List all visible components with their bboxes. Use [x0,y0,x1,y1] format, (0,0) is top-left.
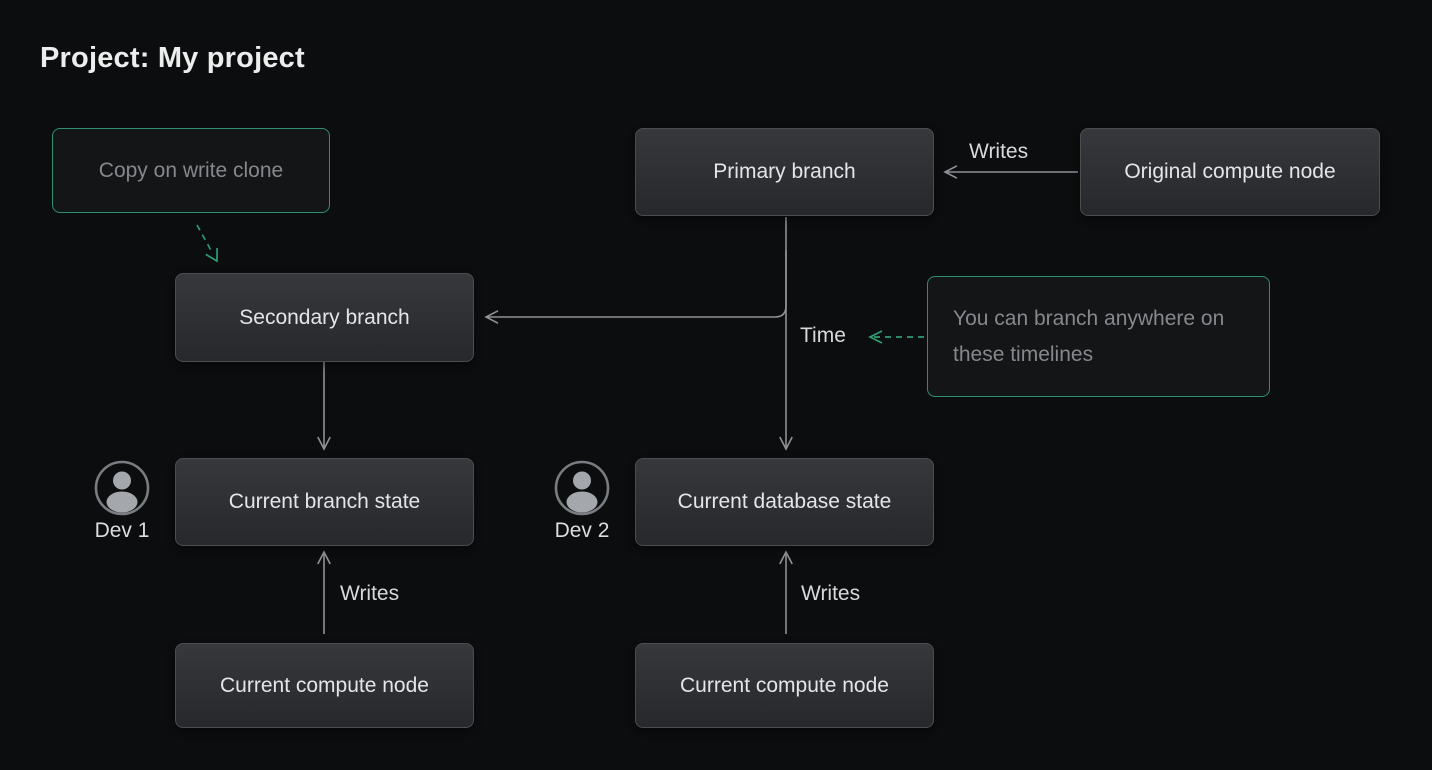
arrow-primary-to-secondary-branch [484,250,787,324]
edge-label-writes-top: Writes [969,140,1029,163]
edge-label-writes-right: Writes [801,582,861,605]
dev1-label: Dev 1 [94,519,150,542]
node-original-compute-node: Original compute node [1080,128,1380,216]
dev2-avatar-icon [554,460,610,516]
page-title: Project: My project [40,42,305,74]
node-current-compute-node-right: Current compute node [635,643,934,728]
node-original-compute-node-label: Original compute node [1124,160,1336,183]
edge-label-time: Time [800,324,846,347]
node-current-compute-node-left: Current compute node [175,643,474,728]
node-copy-on-write-clone-label: Copy on write clone [98,158,284,182]
dev1-avatar-icon [94,460,150,516]
arrow-original-to-primary [943,165,1078,179]
arrow-compute-left-writes [317,550,331,634]
arrow-secondary-to-branch-state [317,362,331,451]
node-primary-branch-label: Primary branch [713,160,856,183]
node-current-branch-state-label: Current branch state [228,490,421,513]
node-copy-on-write-clone: Copy on write clone [52,128,330,213]
arrow-clone-to-secondary [196,224,218,263]
node-current-database-state-label: Current database state [677,490,892,513]
node-secondary-branch: Secondary branch [175,273,474,362]
node-primary-branch: Primary branch [635,128,934,216]
node-current-compute-node-left-label: Current compute node [220,673,429,697]
dev2-label: Dev 2 [554,519,610,542]
node-current-branch-state: Current branch state [175,458,474,546]
arrow-primary-to-database-state [779,217,793,451]
node-branch-note-label: You can branch anywhere on these timelin… [953,306,1225,366]
node-current-database-state: Current database state [635,458,934,546]
node-current-compute-node-right-label: Current compute node [680,673,889,697]
edge-label-writes-left: Writes [340,582,400,605]
arrow-compute-right-writes [779,550,793,634]
node-secondary-branch-label: Secondary branch [239,305,410,329]
arrow-note-to-time [868,330,924,344]
node-branch-note: You can branch anywhere on these timelin… [927,276,1270,397]
